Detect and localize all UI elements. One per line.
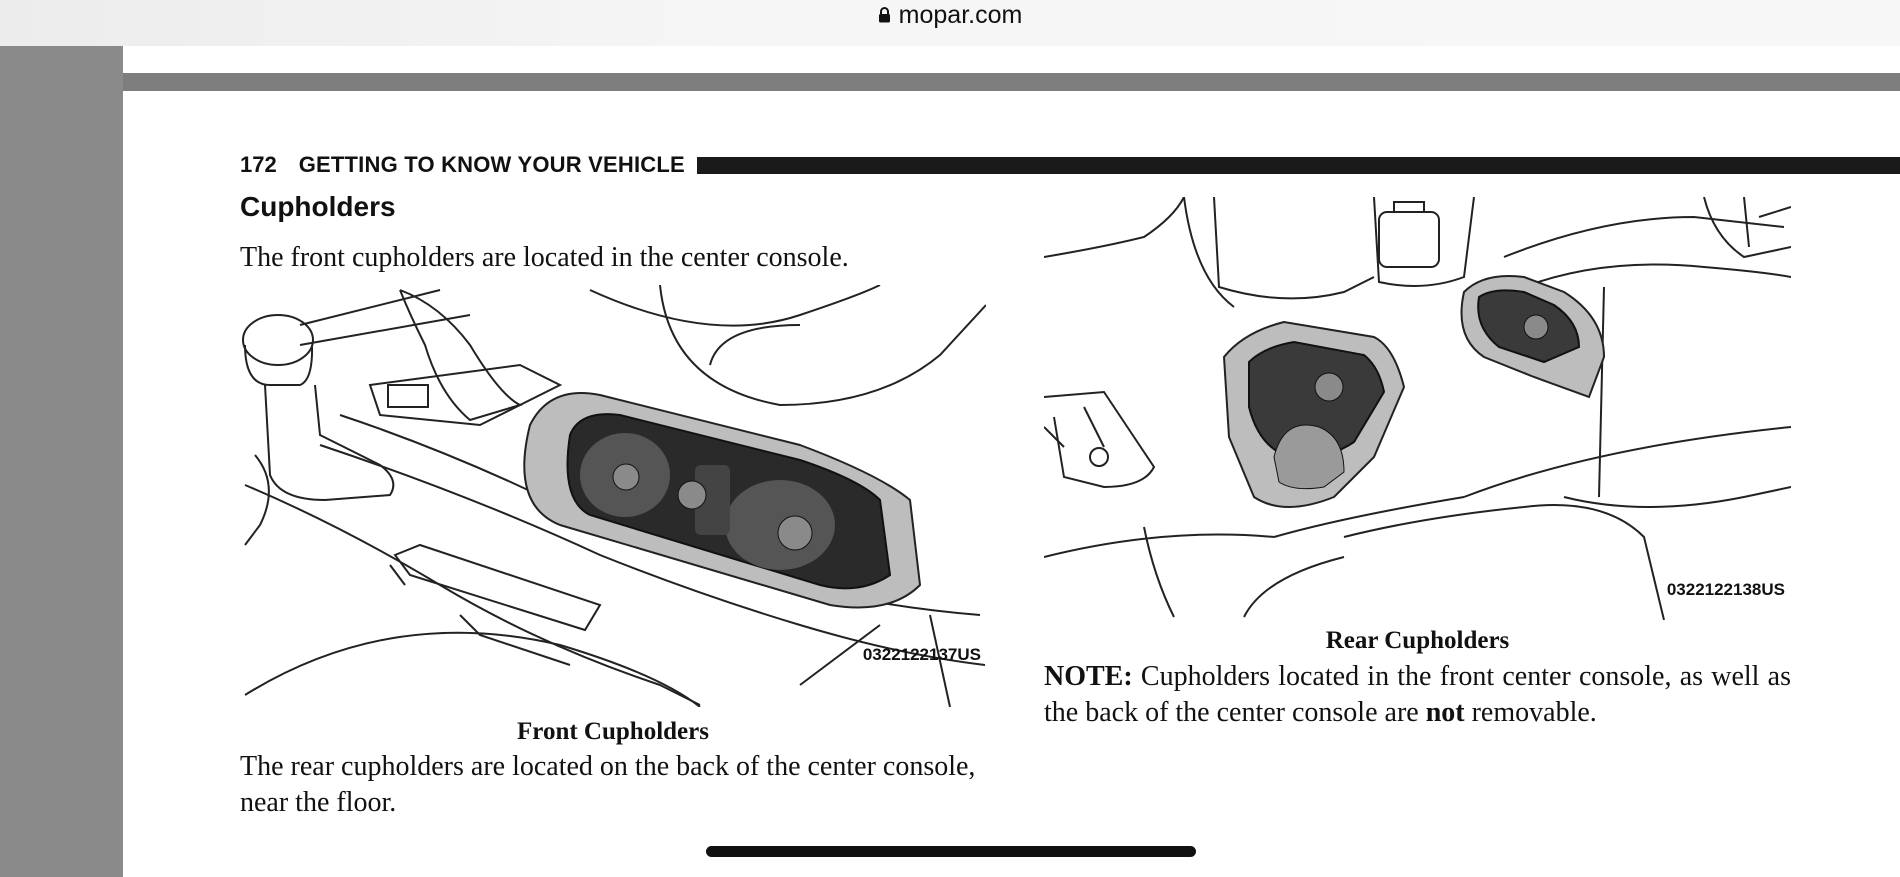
header-rule — [696, 156, 1900, 174]
url-display[interactable]: mopar.com — [0, 0, 1900, 30]
page-number: 172 — [240, 152, 277, 177]
note-text-after: removable. — [1464, 697, 1597, 728]
section-heading: Cupholders — [240, 191, 396, 222]
lock-icon — [878, 7, 891, 23]
rear-figure-code: 0322122138US — [1666, 580, 1785, 599]
manual-page[interactable]: 172 GETTING TO KNOW YOUR VEHICLE Cuphold… — [123, 91, 1900, 877]
rear-cupholders-illustration: 0322122138US — [1044, 197, 1791, 620]
front-figure-caption: Front Cupholders — [517, 718, 709, 745]
note-paragraph: NOTE: Cupholders located in the front ce… — [1044, 659, 1791, 731]
intro-paragraph: The front cupholders are located in the … — [240, 242, 849, 273]
page-separator — [123, 73, 1900, 91]
note-text-before: Cupholders located in the front center c… — [1044, 661, 1791, 728]
url-text: mopar.com — [898, 0, 1023, 29]
note-emphasis: not — [1425, 697, 1465, 728]
rear-figure-caption: Rear Cupholders — [1325, 627, 1510, 654]
running-header: 172 GETTING TO KNOW YOUR VEHICLE — [240, 152, 1900, 177]
home-indicator[interactable] — [706, 846, 1196, 857]
note-label: NOTE: — [1044, 661, 1133, 692]
browser-address-bar[interactable]: mopar.com — [0, 0, 1900, 47]
front-cupholders-illustration: 0322122137US — [240, 285, 986, 707]
previous-page-edge — [123, 46, 1900, 73]
front-figure-code: 0322122137US — [862, 645, 981, 664]
rear-cupholders-paragraph: The rear cupholders are located on the b… — [240, 751, 976, 818]
viewer-left-margin — [0, 46, 123, 877]
section-header: GETTING TO KNOW YOUR VEHICLE — [298, 152, 685, 177]
